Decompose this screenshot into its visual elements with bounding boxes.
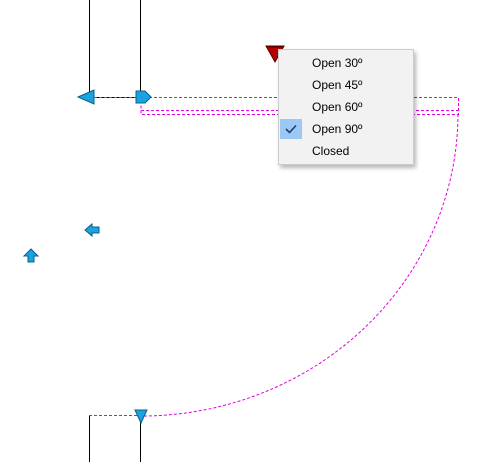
menu-item-open-45[interactable]: Open 45º: [279, 74, 413, 96]
menu-item-label: Open 30º: [312, 56, 363, 70]
menu-item-open-90[interactable]: Open 90º: [279, 118, 413, 140]
menu-item-label: Open 60º: [312, 100, 363, 114]
door-swing-arc: [140, 113, 459, 417]
menu-item-label: Open 45º: [312, 78, 363, 92]
context-menu: Open 30º Open 45º Open 60º Open 90º Clos…: [278, 49, 414, 165]
checkmark-icon: [280, 119, 302, 139]
menu-item-label: Open 90º: [312, 122, 363, 136]
menu-item-open-30[interactable]: Open 30º: [279, 52, 413, 74]
arrow-left-grip-icon[interactable]: [76, 89, 95, 105]
menu-item-closed[interactable]: Closed: [279, 140, 413, 162]
arrow-up-grip-icon[interactable]: [22, 248, 40, 263]
pentagon-right-grip-icon[interactable]: [135, 90, 152, 104]
menu-item-label: Closed: [312, 144, 350, 158]
arrow-left-grip-icon[interactable]: [84, 222, 100, 238]
menu-item-open-60[interactable]: Open 60º: [279, 96, 413, 118]
triangle-down-grip-icon[interactable]: [134, 409, 148, 425]
